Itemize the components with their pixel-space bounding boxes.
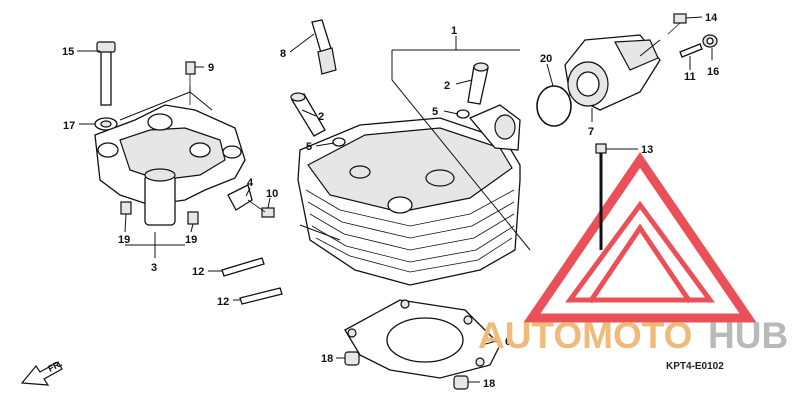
part-number-7: 7 <box>588 126 594 138</box>
part-number-17: 17 <box>63 120 75 132</box>
front-arrow-icon <box>20 361 63 386</box>
part-number-20: 20 <box>540 53 552 65</box>
part-number-2: 2 <box>444 80 450 92</box>
dowel-pin-left <box>344 351 360 366</box>
part-number-5: 5 <box>432 106 438 118</box>
part-number-9: 9 <box>208 62 214 74</box>
part-number-10: 10 <box>266 188 278 200</box>
stud-bolt-upper <box>221 257 265 277</box>
rocker-arm-holder <box>94 41 275 226</box>
leader-lines <box>77 16 713 383</box>
part-number-8: 8 <box>280 48 286 60</box>
part-number-12: 12 <box>192 266 204 278</box>
part-number-3: 3 <box>151 262 157 274</box>
watermark-text-part2: HUB <box>708 315 788 356</box>
part-number-5: 5 <box>306 141 312 153</box>
nut-16 <box>702 34 718 48</box>
bolt-11 <box>679 43 703 58</box>
part-number-13: 13 <box>641 144 653 156</box>
bolt-14 <box>667 13 687 35</box>
front-direction-marker: FR. <box>20 358 64 386</box>
part-number-4: 4 <box>247 177 254 189</box>
valve-guide-left <box>290 92 326 137</box>
part-number-6: 6 <box>505 336 511 348</box>
cylinder-head-gasket <box>344 299 501 379</box>
part-number-15: 15 <box>62 46 74 58</box>
stud-bolt-lower <box>239 287 283 305</box>
long-stud-bolt <box>595 143 607 250</box>
intake-pipe <box>564 34 661 111</box>
part-number-2: 2 <box>318 111 324 123</box>
cylinder-head <box>297 104 521 286</box>
part-number-12: 12 <box>217 296 229 308</box>
dowel-pin-right <box>453 375 469 390</box>
valve-seal-left <box>332 137 346 147</box>
part-number-18: 18 <box>321 353 333 365</box>
valve-guide-right <box>467 62 489 105</box>
valve-seal-right <box>456 109 470 119</box>
part-number-labels: 1 2 2 3 4 5 5 6 7 8 9 10 11 12 12 13 14 … <box>62 12 719 390</box>
diagram-code: KPT4-E0102 <box>666 361 724 372</box>
part-number-19: 19 <box>185 234 197 246</box>
part-number-18: 18 <box>483 378 495 390</box>
watermark-logo-icon <box>523 152 757 323</box>
part-number-11: 11 <box>684 71 696 83</box>
front-marker-label: FR. <box>46 358 63 374</box>
spark-plug <box>311 19 337 75</box>
part-number-14: 14 <box>705 12 718 24</box>
watermark-text: AUTOMOTO HUB <box>478 315 788 356</box>
part-number-19: 19 <box>118 234 130 246</box>
part-number-16: 16 <box>707 66 719 78</box>
watermark-text-part1: AUTOMOTO <box>478 315 692 356</box>
part-number-1: 1 <box>451 25 457 37</box>
o-ring <box>536 85 572 127</box>
